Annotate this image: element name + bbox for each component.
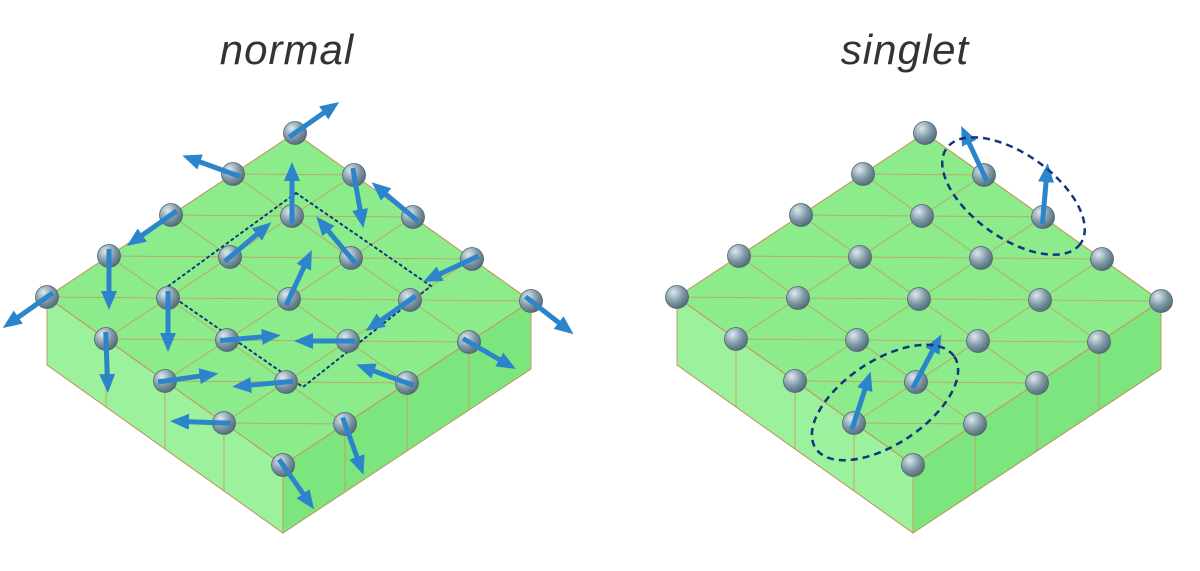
atom-sphere <box>1028 288 1052 312</box>
lattice-grid-line <box>108 255 231 258</box>
spin-arrow <box>961 126 990 183</box>
atom-sphere <box>727 244 751 268</box>
atom-sphere <box>665 285 689 309</box>
atom-sphere <box>1090 247 1114 271</box>
lattice-grid-line <box>794 380 917 383</box>
spin-arrow <box>316 216 358 265</box>
lattice-grid-line <box>229 256 352 259</box>
spin-arrow <box>287 102 340 140</box>
spin-arrow <box>2 290 55 328</box>
lattice-grid-line <box>918 298 1041 301</box>
lattice-grid-line <box>915 381 1038 384</box>
singlet-pair-ellipse <box>940 136 1087 256</box>
spin-arrow <box>423 253 480 282</box>
lattice-grid-line <box>1039 299 1162 302</box>
lattice-grid-line <box>347 340 470 343</box>
spin-arrow <box>365 293 418 331</box>
atom-sphere <box>910 204 934 228</box>
spin-arrow <box>223 222 272 264</box>
lattice-grid-line <box>862 173 985 176</box>
lattice-grid-line <box>980 257 1103 260</box>
spin-arrow <box>849 371 873 431</box>
spin-arrow <box>99 331 116 393</box>
lattice-grid-line <box>285 381 408 384</box>
spin-arrow <box>461 336 516 370</box>
lattice-grid-line <box>859 256 982 259</box>
spin-arrow <box>340 416 365 475</box>
spin-arrow <box>371 182 420 224</box>
lattice-grid-line <box>921 215 1044 218</box>
lattice-grid-line <box>856 339 979 342</box>
unit-cell-outline <box>161 191 433 389</box>
panel-title-singlet: singlet <box>840 26 970 73</box>
atom-sphere <box>845 328 869 352</box>
spin-arrow <box>276 457 314 510</box>
spin-arrow <box>170 413 232 430</box>
spin-arrow <box>283 250 312 307</box>
panel-normal <box>2 102 574 534</box>
lattice-grid-line <box>223 422 346 425</box>
spin-arrow <box>219 328 281 345</box>
atom-sphere <box>789 203 813 227</box>
atom-sphere <box>963 412 987 436</box>
spin-arrow <box>126 208 179 246</box>
lattice-grid-line <box>350 257 473 260</box>
lattice-grid-line <box>797 297 920 300</box>
atom-sphere <box>848 245 872 269</box>
atom-sphere <box>913 121 937 145</box>
spin-arrow <box>157 368 219 385</box>
atom-sphere <box>1149 289 1173 313</box>
atom-sphere <box>724 327 748 351</box>
lattice-grid-line <box>800 214 923 217</box>
lattice-grid-line <box>735 338 858 341</box>
atom-sphere <box>1087 330 1111 354</box>
lattice-grid-line <box>288 298 411 301</box>
atom-sphere <box>783 369 807 393</box>
spin-arrow <box>350 167 368 229</box>
atom-sphere <box>901 453 925 477</box>
spin-arrow <box>523 294 574 335</box>
lattice-grid-line <box>676 296 799 299</box>
atom-sphere <box>907 287 931 311</box>
spin-arrow <box>232 377 294 394</box>
lattice-grid-line <box>738 255 861 258</box>
atom-sphere <box>969 246 993 270</box>
atom-sphere <box>966 329 990 353</box>
panel-singlet <box>665 121 1173 534</box>
atom-sphere <box>1025 371 1049 395</box>
lattice-grid-line <box>853 422 976 425</box>
lattice-grid-line <box>409 299 532 302</box>
atom-sphere <box>851 162 875 186</box>
atom-sphere <box>786 286 810 310</box>
panel-title-normal: normal <box>219 26 355 73</box>
spin-arrow <box>356 363 415 388</box>
lattice-grid-line <box>167 297 290 300</box>
lattice-grid-line <box>977 340 1100 343</box>
spin-arrow <box>910 334 942 390</box>
lattice-grid-line <box>170 214 293 217</box>
spin-arrow <box>182 154 241 179</box>
spin-arrow <box>1038 163 1055 225</box>
